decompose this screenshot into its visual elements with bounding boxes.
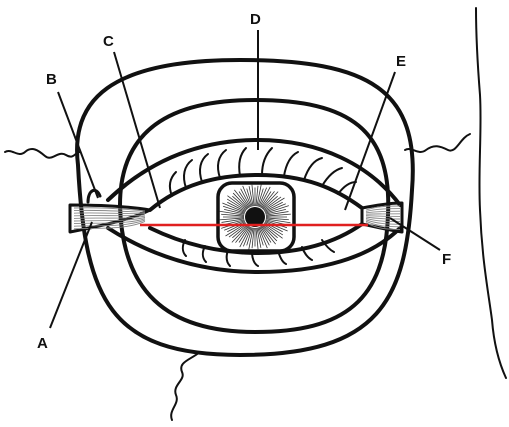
face-profile <box>476 8 506 378</box>
leader-a <box>50 222 92 328</box>
label-c: C <box>103 34 114 49</box>
neck-outline <box>171 352 200 420</box>
label-e: E <box>396 54 406 69</box>
head-outline-left <box>5 149 80 158</box>
label-b: B <box>46 72 57 87</box>
head-outline-right <box>405 134 470 152</box>
label-a: A <box>37 336 48 351</box>
leader-f <box>390 218 440 250</box>
medial-tendon-fibers <box>74 208 145 229</box>
label-d: D <box>250 12 261 27</box>
label-f: F <box>442 252 451 267</box>
